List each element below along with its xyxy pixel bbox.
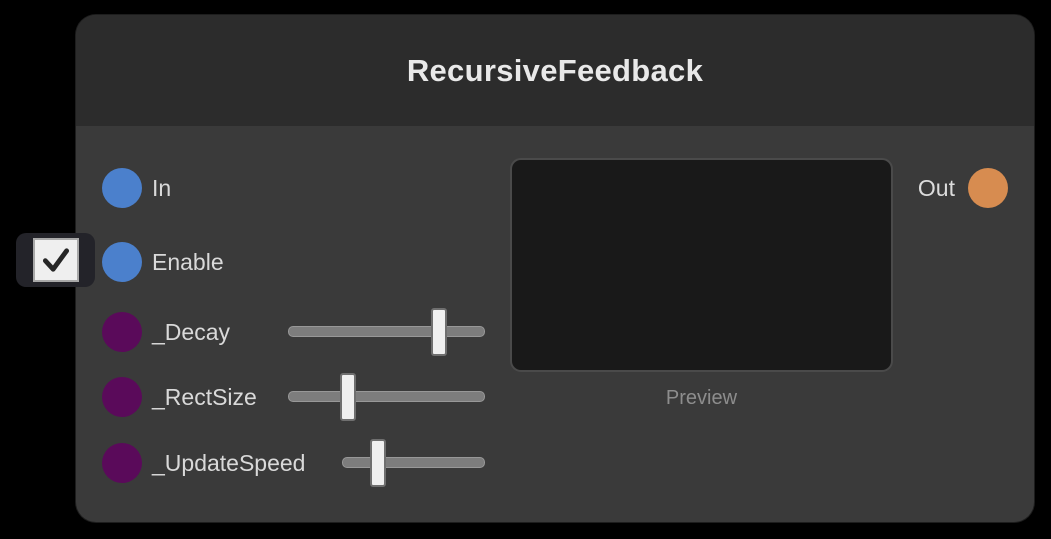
decay-slider-thumb[interactable] bbox=[431, 307, 448, 356]
enable-checkbox[interactable] bbox=[32, 238, 79, 282]
node-recursive-feedback[interactable]: RecursiveFeedback In Enable _Decay _Rect… bbox=[16, 15, 1034, 522]
node-titlebar[interactable]: RecursiveFeedback bbox=[76, 15, 1034, 126]
input-label-rectsize: _RectSize bbox=[152, 383, 257, 410]
updatespeed-slider[interactable] bbox=[342, 438, 485, 487]
preview-viewport bbox=[510, 158, 893, 372]
node-title: RecursiveFeedback bbox=[406, 52, 704, 88]
rectsize-slider[interactable] bbox=[288, 372, 485, 421]
preview-label: Preview bbox=[665, 387, 738, 409]
output-label: Out bbox=[917, 174, 955, 201]
rectsize-slider-thumb[interactable] bbox=[339, 372, 356, 421]
updatespeed-slider-thumb[interactable] bbox=[370, 438, 387, 487]
input-port-decay[interactable] bbox=[102, 312, 142, 352]
input-port-rectsize[interactable] bbox=[102, 377, 142, 417]
input-label-enable: Enable bbox=[152, 248, 224, 275]
output-port-out[interactable] bbox=[968, 168, 1008, 208]
input-label-updatespeed: _UpdateSpeed bbox=[152, 449, 306, 476]
input-label-in: In bbox=[152, 174, 172, 201]
output-row: Out bbox=[918, 168, 1008, 208]
decay-slider[interactable] bbox=[288, 307, 485, 356]
input-label-decay: _Decay bbox=[152, 318, 230, 345]
enable-checkbox-widget bbox=[16, 233, 95, 287]
input-port-updatespeed[interactable] bbox=[102, 443, 142, 483]
input-port-in[interactable] bbox=[102, 168, 142, 208]
input-port-enable[interactable] bbox=[102, 242, 142, 282]
checkmark-icon bbox=[39, 243, 73, 277]
